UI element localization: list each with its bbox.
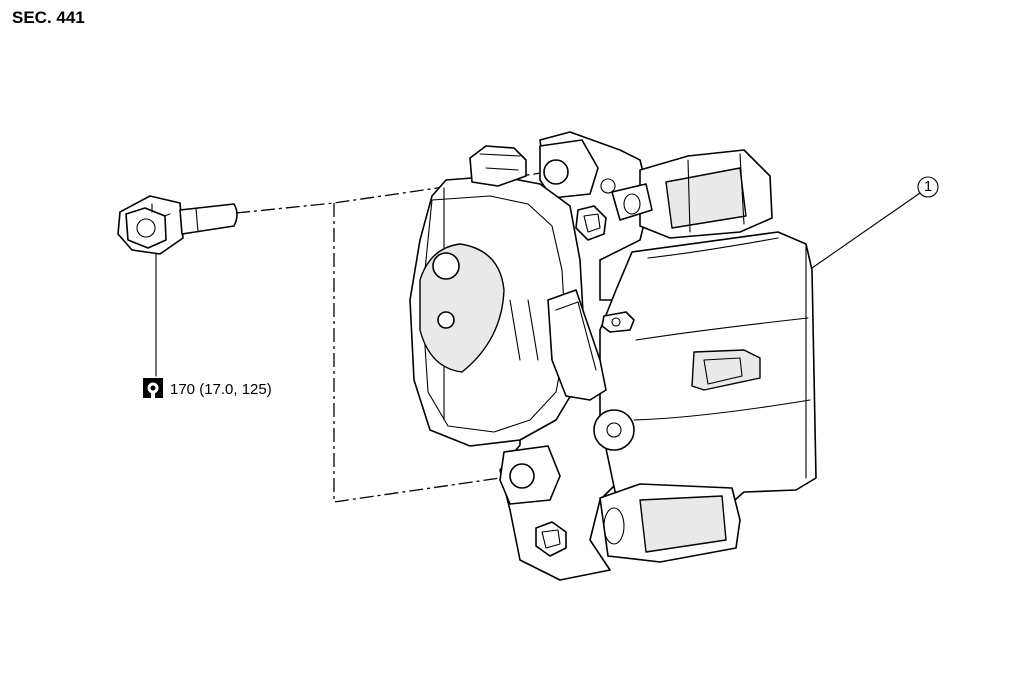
torque-wrench-icon xyxy=(143,378,163,398)
brake-caliper-assembly xyxy=(409,131,921,581)
torque-spec: 170 (17.0, 125) xyxy=(170,381,272,398)
assembly-guide-lines xyxy=(235,171,549,503)
section-title: SEC. 441 xyxy=(12,8,85,27)
caliper-mounting-bolt xyxy=(117,195,238,377)
callout-circle-1 xyxy=(917,176,939,198)
callout-number: 1 xyxy=(923,178,933,195)
